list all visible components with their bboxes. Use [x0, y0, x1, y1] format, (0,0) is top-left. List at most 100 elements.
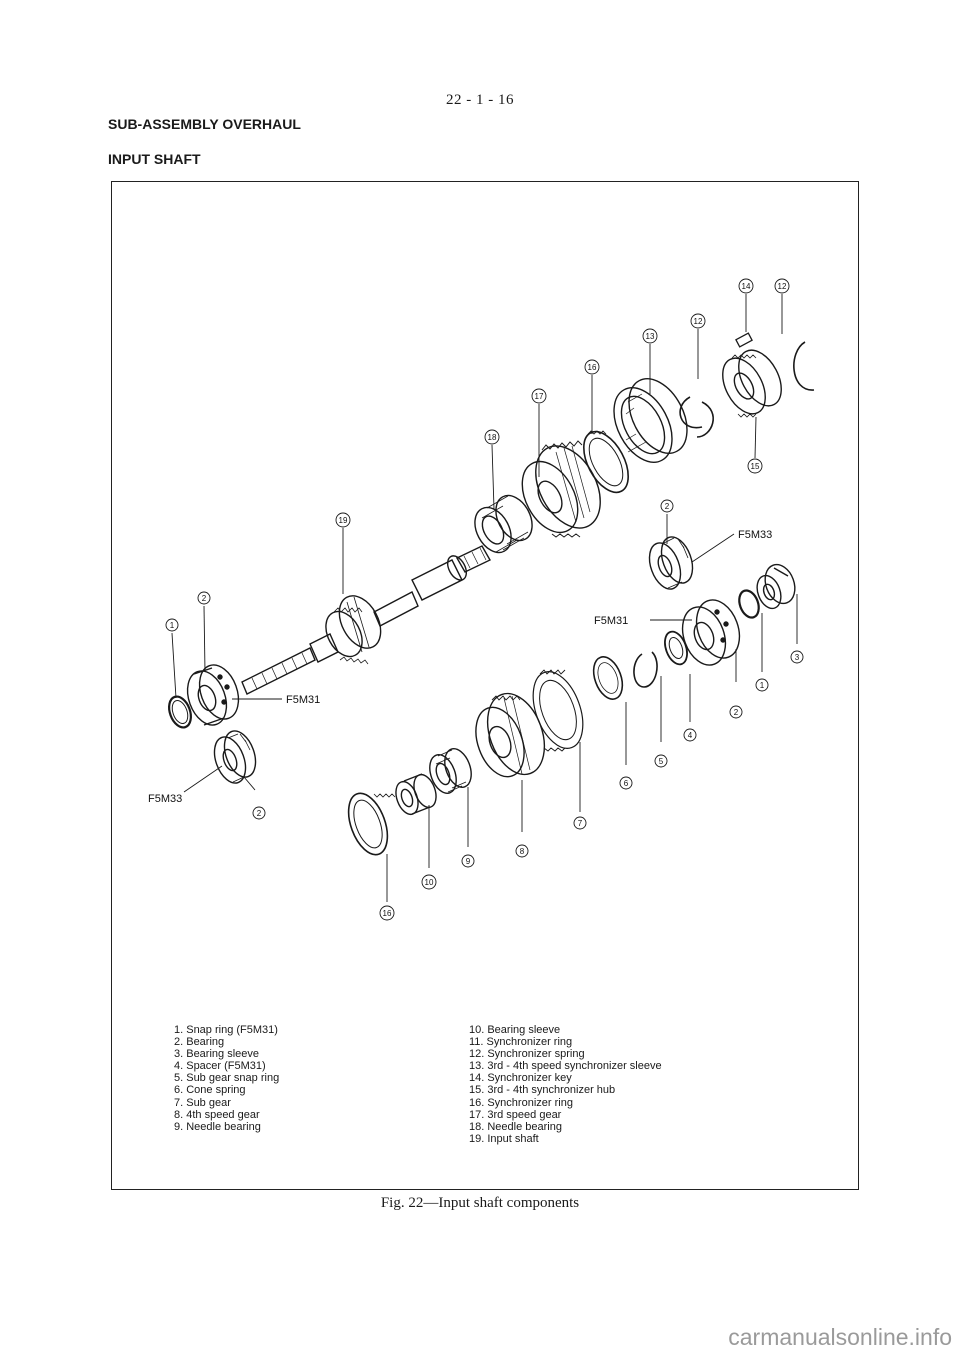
- sub-gear-snap-ring: [633, 651, 658, 688]
- legend-item: 11. Synchronizer ring: [469, 1036, 573, 1049]
- legend-item: 3. Bearing sleeve: [174, 1048, 259, 1061]
- left-taper-bearing: [213, 730, 257, 784]
- watermark: carmanualsonline.info: [728, 1324, 952, 1350]
- svg-text:9: 9: [466, 857, 471, 866]
- svg-text:10: 10: [425, 878, 434, 887]
- callout-12: 12: [774, 278, 790, 294]
- figure-caption: Fig. 22—Input shaft components: [380, 1195, 580, 1211]
- svg-text:15: 15: [751, 462, 760, 471]
- input-shaft: [241, 545, 491, 695]
- callout-16: 16: [379, 905, 395, 921]
- callout-1: 1: [755, 678, 769, 692]
- left-snap-ring: [168, 695, 192, 729]
- legend-item: 14. Synchronizer key: [469, 1072, 572, 1085]
- legend-item: 10. Bearing sleeve: [469, 1024, 561, 1036]
- svg-text:12: 12: [778, 282, 787, 291]
- legend-item: 8. 4th speed gear: [174, 1108, 260, 1121]
- callout-2: 2: [252, 806, 266, 820]
- svg-text:5: 5: [659, 757, 664, 766]
- svg-text:2: 2: [734, 708, 739, 717]
- svg-text:8: 8: [520, 847, 525, 856]
- svg-text:16: 16: [588, 363, 597, 372]
- right-snap-ring: [738, 589, 760, 619]
- legend-item: 12. Synchronizer spring: [469, 1048, 585, 1061]
- sub-gear: [532, 669, 584, 752]
- callout-8: 8: [515, 844, 529, 858]
- svg-text:1: 1: [760, 681, 765, 690]
- legend-item: 1. Snap ring (F5M31): [174, 1024, 278, 1036]
- synchronizer-key: [735, 332, 753, 348]
- legend-item: 15. 3rd - 4th synchronizer hub: [469, 1084, 616, 1097]
- synchronizer-hub: [722, 349, 782, 418]
- synchronizer-ring-lower: [347, 792, 396, 856]
- callout-3: 3: [790, 650, 804, 664]
- model-label-f5m33-left: F5M33: [148, 793, 182, 805]
- svg-text:12: 12: [694, 317, 703, 326]
- spacer: [664, 630, 688, 666]
- callout-17: 17: [531, 388, 547, 404]
- parts-legend-right: 10. Bearing sleeve 11. Synchronizer ring…: [469, 1024, 662, 1145]
- callout-10: 10: [421, 874, 437, 890]
- svg-text:2: 2: [257, 809, 262, 818]
- left-ball-bearing: [186, 664, 240, 726]
- svg-text:16: 16: [383, 909, 392, 918]
- exploded-view-drawing: 1 2 2 19 18 17 16 13 12 14 12 15 2 3 1 2…: [148, 278, 815, 921]
- parts-legend-left: 1. Snap ring (F5M31) 2. Bearing 3. Beari…: [174, 1024, 279, 1133]
- svg-text:1: 1: [170, 621, 175, 630]
- bearing-sleeve-lower: [395, 773, 437, 816]
- svg-text:17: 17: [535, 392, 544, 401]
- svg-text:14: 14: [742, 282, 751, 291]
- callout-18: 18: [484, 429, 500, 445]
- callout-15: 15: [747, 458, 763, 474]
- callout-markers: 1 2 2 19 18 17 16 13 12 14 12 15 2 3 1 2…: [165, 278, 804, 921]
- callout-12: 12: [690, 313, 706, 329]
- svg-text:3: 3: [795, 653, 800, 662]
- svg-text:19: 19: [339, 516, 348, 525]
- callout-14: 14: [738, 278, 754, 294]
- model-label-f5m31-right: F5M31: [594, 615, 628, 627]
- svg-text:7: 7: [578, 819, 583, 828]
- callout-19: 19: [335, 512, 351, 528]
- third-speed-gear: [521, 440, 601, 538]
- synchronizer-ring-upper: [583, 430, 629, 494]
- legend-item: 5. Sub gear snap ring: [174, 1072, 280, 1085]
- callout-7: 7: [573, 816, 587, 830]
- svg-text:2: 2: [665, 502, 670, 511]
- bearing-sleeve-right: [756, 563, 796, 610]
- model-label-f5m31-left: F5M31: [286, 694, 320, 706]
- needle-bearing-upper: [474, 494, 533, 554]
- needle-bearing-lower: [429, 748, 472, 794]
- page-number: 22 - 1 - 16: [446, 92, 514, 108]
- legend-item: 6. Cone spring: [174, 1084, 246, 1097]
- legend-item: 7. Sub gear: [174, 1096, 231, 1109]
- svg-text:6: 6: [624, 779, 629, 788]
- svg-text:13: 13: [646, 332, 655, 341]
- callout-1: 1: [165, 618, 179, 632]
- legend-item: 13. 3rd - 4th speed synchronizer sleeve: [469, 1060, 662, 1073]
- svg-text:2: 2: [202, 594, 207, 603]
- subsection-title: INPUT SHAFT: [108, 151, 201, 167]
- callout-16: 16: [584, 359, 600, 375]
- callout-2: 2: [660, 499, 674, 513]
- svg-text:18: 18: [488, 433, 497, 442]
- callout-2: 2: [729, 705, 743, 719]
- callout-13: 13: [642, 328, 658, 344]
- legend-item: 18. Needle bearing: [469, 1120, 562, 1133]
- callout-5: 5: [654, 754, 668, 768]
- legend-item: 2. Bearing: [174, 1036, 225, 1049]
- model-label-f5m33-right: F5M33: [738, 529, 772, 541]
- figure-frame: 1 2 2 19 18 17 16 13 12 14 12 15 2 3 1 2…: [111, 181, 859, 1190]
- svg-text:4: 4: [688, 731, 693, 740]
- legend-item: 4. Spacer (F5M31): [174, 1060, 266, 1073]
- synchronizer-spring-left: [679, 396, 714, 438]
- synchronizer-sleeve: [613, 378, 688, 463]
- legend-item: 16. Synchronizer ring: [469, 1096, 573, 1109]
- leader-lines: [171, 294, 798, 902]
- section-title: SUB-ASSEMBLY OVERHAUL: [108, 116, 301, 132]
- cone-spring: [592, 656, 624, 700]
- callout-4: 4: [683, 728, 697, 742]
- right-taper-bearing: [648, 536, 694, 590]
- callout-9: 9: [461, 854, 475, 868]
- callout-2: 2: [197, 591, 211, 605]
- legend-item: 19. Input shaft: [469, 1132, 539, 1145]
